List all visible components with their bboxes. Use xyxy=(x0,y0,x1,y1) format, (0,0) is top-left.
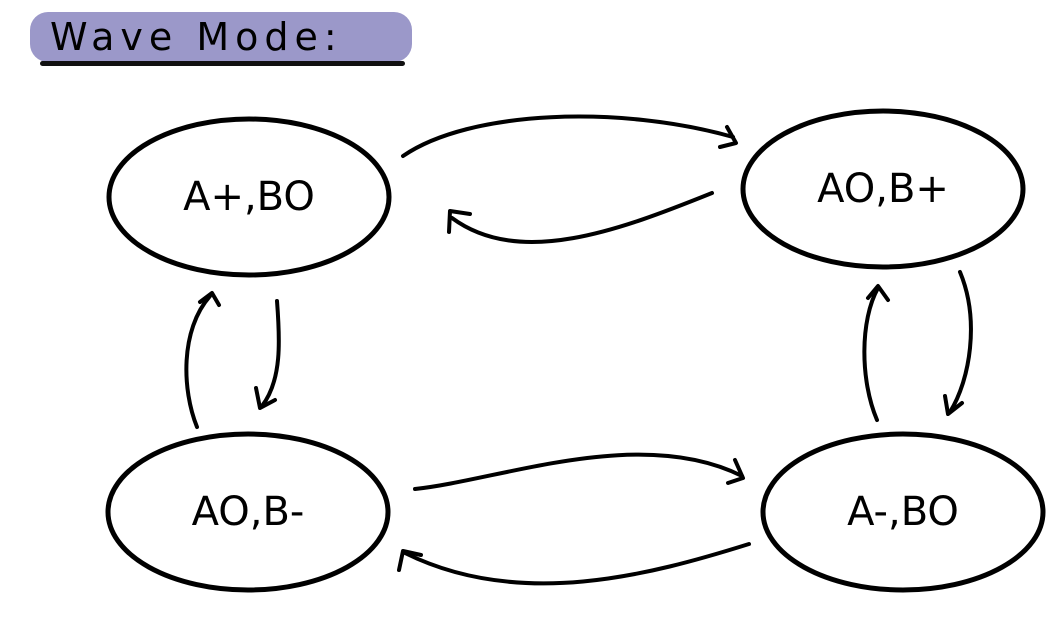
transition-arrow-s4-to-s2 xyxy=(862,284,890,422)
state-node-a-zero-b-minus: AO,B- xyxy=(105,431,391,593)
title-banner xyxy=(30,12,412,62)
title-underline xyxy=(40,61,405,66)
diagram-title: Wave Mode: xyxy=(50,15,343,59)
state-node-a-zero-b-plus: AO,B+ xyxy=(740,108,1026,270)
state-node-a-plus-b-zero: A+,BO xyxy=(106,116,392,278)
state-ellipse xyxy=(760,431,1046,593)
transition-arrow-s3-to-s4 xyxy=(413,452,745,491)
transition-arrow-s2-to-s4 xyxy=(943,270,973,416)
transition-arrow-s3-to-s1 xyxy=(184,291,221,429)
state-ellipse xyxy=(740,108,1026,270)
transition-arrow-s1-to-s3 xyxy=(254,299,281,410)
state-node-a-minus-b-zero: A-,BO xyxy=(760,431,1046,593)
transition-arrow-s4-to-s3 xyxy=(397,542,751,586)
state-label: A-,BO xyxy=(847,489,959,535)
state-label: AO,B+ xyxy=(817,166,949,212)
transition-arrow-s2-to-s1 xyxy=(447,191,714,244)
state-ellipse xyxy=(105,431,391,593)
state-label: AO,B- xyxy=(192,489,305,535)
state-ellipse xyxy=(106,116,392,278)
state-label: A+,BO xyxy=(183,174,315,220)
transition-arrow-s1-to-s2 xyxy=(401,114,738,158)
